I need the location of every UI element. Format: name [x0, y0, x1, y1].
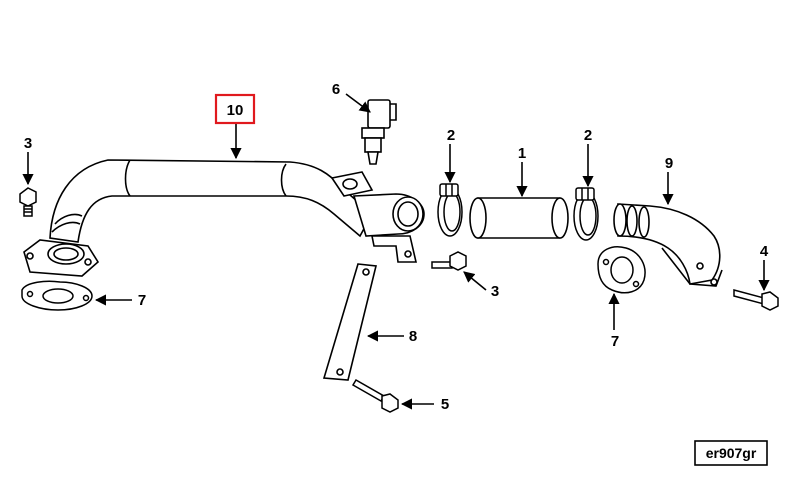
drawing-id: er907gr: [706, 445, 757, 461]
bolt-part-4: [733, 289, 779, 311]
coolant-tube-part-10: [23, 159, 425, 277]
hose-clamp-part-2-right: [573, 187, 599, 241]
drawing-id-box: [694, 440, 768, 466]
bolt-part-3-mid: [431, 251, 467, 271]
callout-2-right: 2: [584, 127, 592, 144]
callout-3-mid: 3: [491, 283, 499, 300]
callout-6: 6: [332, 81, 340, 98]
callout-7-left: 7: [138, 292, 146, 309]
temperature-sensor-part-6: [361, 99, 397, 165]
callout-5: 5: [441, 396, 449, 413]
callout-9: 9: [665, 155, 673, 172]
gasket-part-7-right: [597, 246, 646, 294]
callout-2-left: 2: [447, 127, 455, 144]
callout-10: 10: [227, 102, 244, 119]
callout-8: 8: [409, 328, 417, 345]
hose-clamp-part-2-left: [437, 183, 463, 237]
gasket-part-7-left: [21, 280, 93, 311]
callout-7-right: 7: [611, 333, 619, 350]
bolt-part-5: [351, 378, 399, 413]
elbow-fitting-part-9: [613, 203, 723, 287]
coupling-hose-part-1: [469, 197, 569, 239]
support-bracket-part-8: [322, 263, 377, 381]
bolt-part-3-left: [19, 187, 37, 217]
leader-6: [345, 93, 371, 113]
leader-3-mid: [463, 271, 487, 291]
callout-4: 4: [760, 243, 769, 260]
callout-labels: 10 6 3 7 2 1 2 9 3 8 5 4 7: [24, 81, 769, 413]
leader-arrows: [22, 93, 770, 410]
callout-3-left: 3: [24, 135, 32, 152]
highlight-box-10: [214, 93, 256, 125]
callout-1: 1: [518, 145, 526, 162]
